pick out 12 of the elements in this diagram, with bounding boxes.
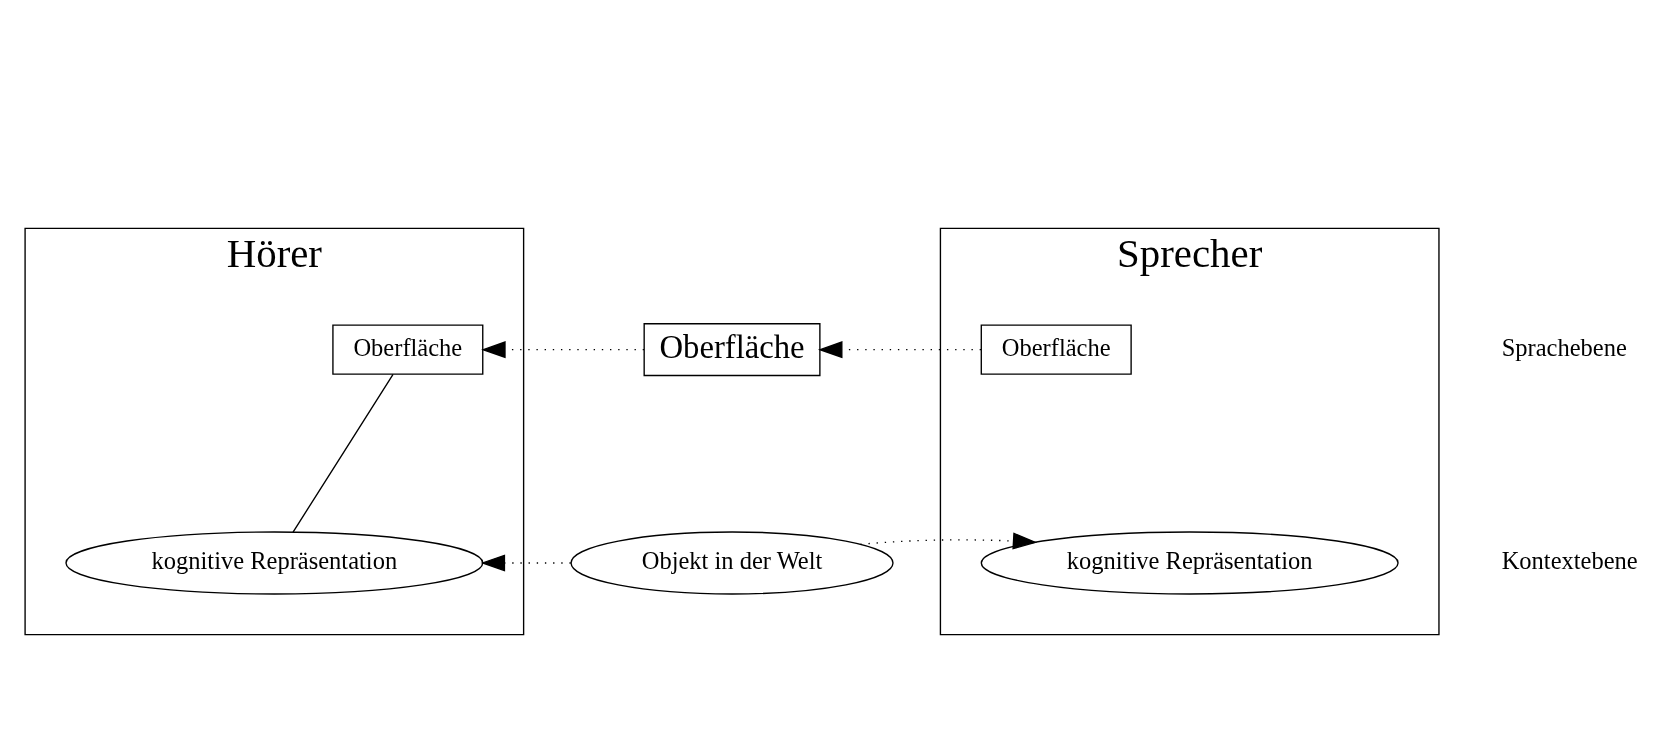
node-box: Oberfläche bbox=[643, 323, 821, 377]
arrow bbox=[859, 532, 1038, 550]
node-ellipse: Objekt in der Welt bbox=[570, 531, 894, 595]
label: Kontextebene bbox=[1501, 546, 1638, 574]
node-ellipse: kognitive Repräsentation bbox=[65, 531, 484, 595]
node-box: Oberfläche bbox=[980, 324, 1132, 375]
arrow bbox=[481, 341, 645, 359]
arrow bbox=[817, 341, 982, 359]
label: Sprachebene bbox=[1501, 333, 1627, 361]
arrow bbox=[480, 554, 572, 572]
node-box: Oberfläche bbox=[332, 324, 484, 375]
connector bbox=[292, 373, 394, 533]
